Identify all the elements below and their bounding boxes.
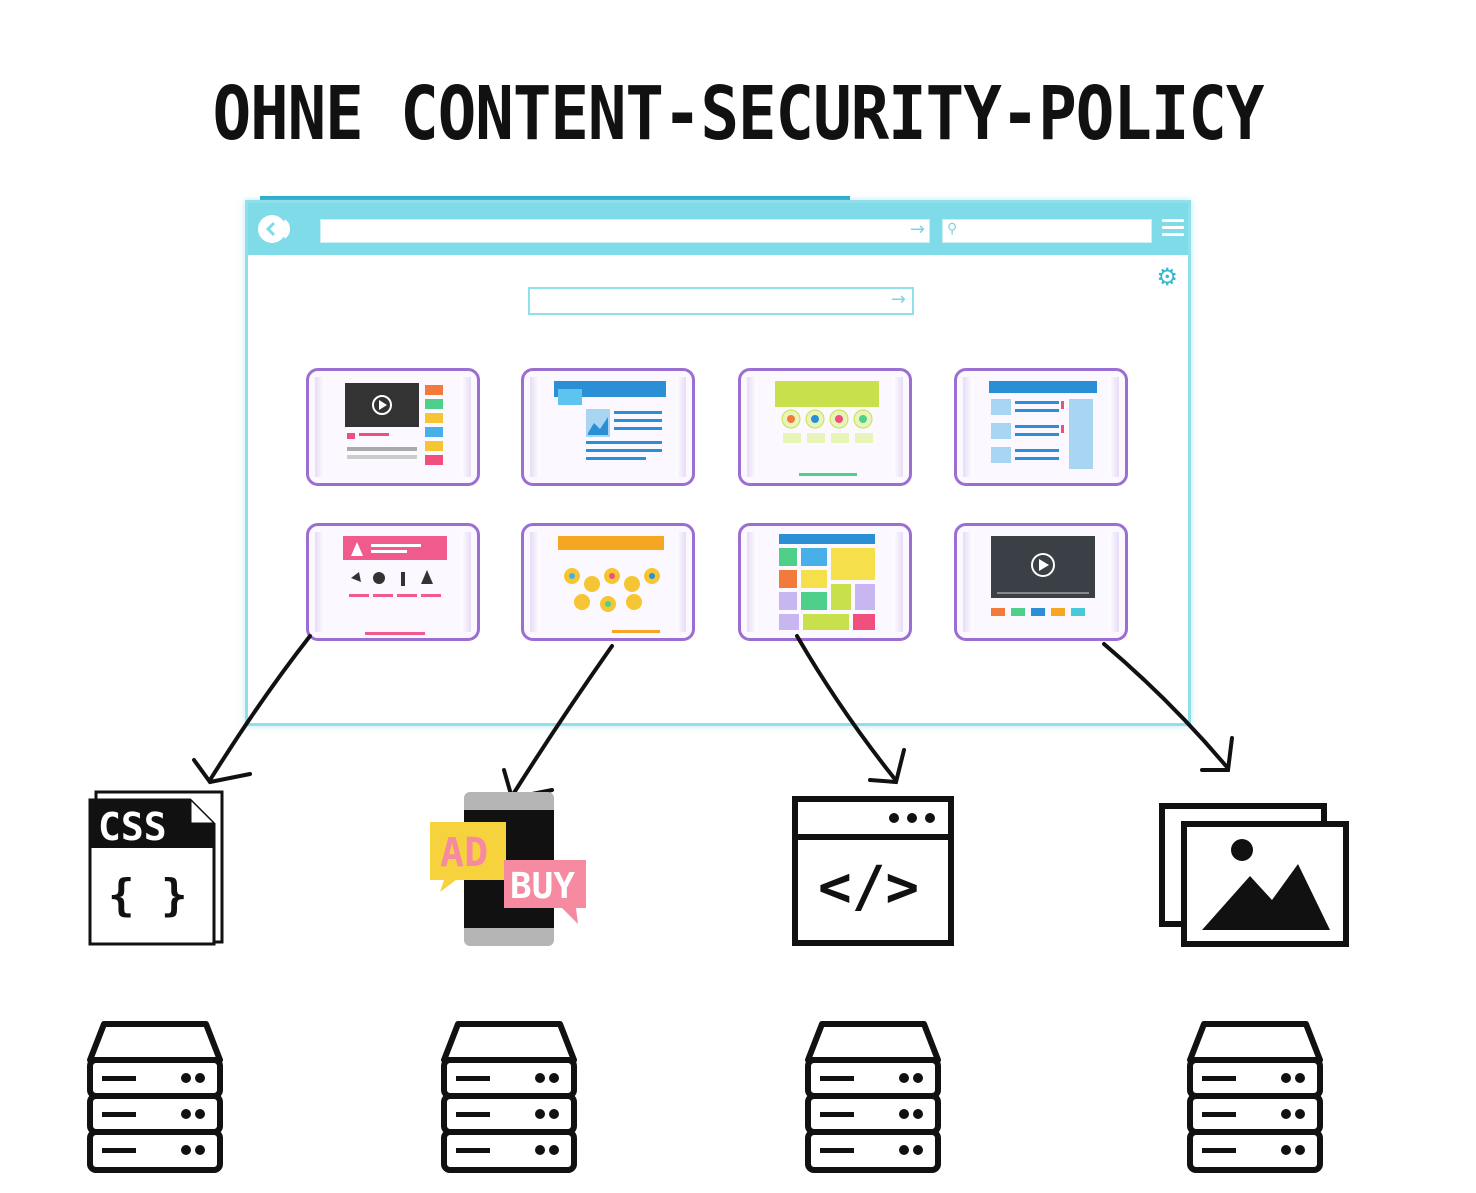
website-tile-video[interactable] — [306, 368, 480, 486]
css-braces: { } — [108, 870, 187, 921]
browser-accent-line — [260, 196, 850, 200]
address-bar[interactable]: → — [320, 219, 930, 243]
server-icon-4 — [1186, 1020, 1326, 1180]
browser-search-field[interactable]: ⚲ — [942, 219, 1152, 243]
search-icon: ⚲ — [947, 221, 958, 237]
server-icon-1 — [86, 1020, 226, 1180]
code-window-icon: </> — [792, 796, 956, 948]
css-label: CSS — [98, 805, 167, 849]
website-tile-community[interactable] — [521, 523, 695, 641]
browser-toolbar: → ⚲ — [248, 203, 1188, 255]
back-button[interactable] — [258, 215, 286, 243]
go-arrow-icon[interactable]: → — [909, 219, 925, 240]
arrow-to-image — [1102, 642, 1228, 768]
website-tile-blog[interactable] — [954, 368, 1128, 486]
website-tile-gallery[interactable] — [738, 523, 912, 641]
arrow-to-ad — [510, 644, 614, 798]
website-tile-shop[interactable] — [306, 523, 480, 641]
search-arrow-icon[interactable]: → — [890, 289, 906, 310]
arrow-to-code — [795, 634, 896, 780]
css-file-icon: CSS { } — [86, 788, 226, 948]
hamburger-menu-icon[interactable] — [1162, 219, 1184, 239]
server-icon-2 — [440, 1020, 580, 1180]
website-tile-article[interactable] — [521, 368, 695, 486]
browser-window: → ⚲ ⚙ → — [245, 200, 1191, 726]
image-gallery-icon — [1158, 800, 1352, 950]
page-title: OHNE CONTENT-SECURITY-POLICY — [212, 72, 1265, 158]
website-tile-social[interactable] — [738, 368, 912, 486]
nav-buttons — [258, 215, 308, 243]
website-tile-video-player[interactable] — [954, 523, 1128, 641]
buy-label: BUY — [510, 866, 575, 907]
server-icon-3 — [804, 1020, 944, 1180]
page-search-input[interactable]: → — [528, 287, 914, 315]
ad-phone-icon: AD BUY — [428, 790, 598, 950]
forward-button[interactable] — [280, 215, 302, 243]
gear-icon[interactable]: ⚙ — [1156, 263, 1178, 291]
arrow-to-css — [208, 634, 312, 782]
code-symbol: </> — [818, 855, 919, 920]
ad-label: AD — [440, 830, 488, 876]
